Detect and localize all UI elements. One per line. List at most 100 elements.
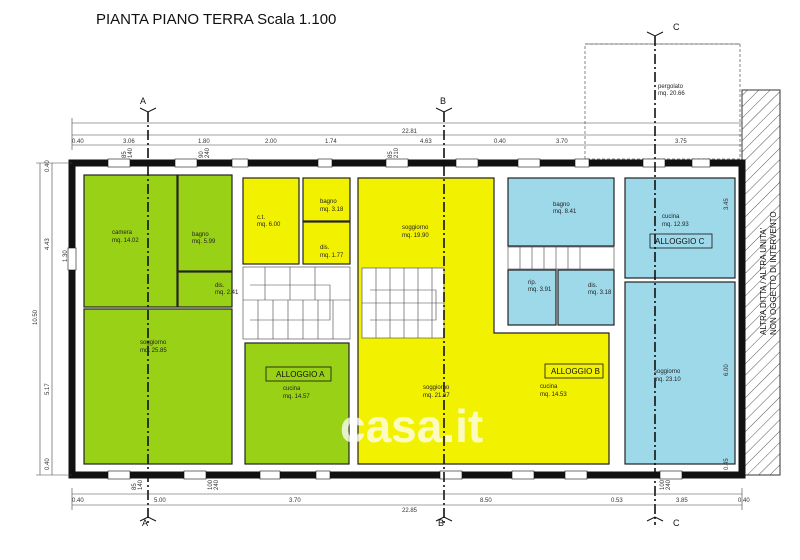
top-dim-seg: 0.40 — [494, 139, 506, 145]
room-area: mq. 3.18 — [320, 207, 344, 213]
room-area: mq. 5.99 — [192, 239, 216, 245]
wall-openings — [67, 158, 711, 480]
top-dim-seg: 2.00 — [265, 139, 277, 145]
unit-a-area — [83, 174, 350, 465]
staircase-left — [242, 266, 351, 340]
section-label-a-bottom: A — [142, 518, 148, 528]
top-dim-seg: 4.63 — [420, 139, 432, 145]
bottom-dim-total: 22.85 — [402, 508, 418, 514]
room-name: dis. — [588, 283, 598, 289]
left-dimension-chain — [36, 162, 72, 476]
left-dim-seg: 4.43 — [45, 238, 51, 250]
room-name: cucina — [540, 384, 558, 390]
top-dim-seg: 1.80 — [198, 139, 210, 145]
section-arrows — [139, 31, 664, 522]
unit-c-area — [507, 177, 736, 465]
room-name: bagno — [192, 232, 209, 238]
room-area: mq. 14.02 — [112, 238, 139, 244]
svg-text:240: 240 — [205, 147, 211, 158]
unit-tag-c: ALLOGGIO C — [655, 237, 705, 246]
room-area: mq. 2.41 — [215, 290, 239, 296]
svg-text:210: 210 — [394, 147, 400, 158]
top-dimension-chain — [71, 118, 743, 150]
room-area: mq. 14.57 — [283, 394, 310, 400]
room-area: mq. 3.91 — [528, 287, 552, 293]
section-label-c-bottom: C — [673, 518, 680, 528]
bottom-dimension-chain — [71, 488, 743, 510]
room-labels: camera mq. 14.02 bagno mq. 5.99 dis. mq.… — [112, 84, 689, 400]
left-dim-seg: 5.17 — [45, 383, 51, 395]
bottom-dim-seg: 3.85 — [676, 498, 688, 504]
room-name: dis. — [320, 245, 330, 251]
top-dim-seg: 3.75 — [675, 139, 687, 145]
unit-tag-box-c — [649, 233, 713, 249]
room-name: dis. — [215, 283, 225, 289]
room-name: bagno — [553, 202, 570, 208]
room-name: cucina — [662, 214, 680, 220]
room-area: mq. 12.93 — [662, 222, 689, 228]
room-name: soggiorno — [402, 225, 429, 231]
svg-text:100: 100 — [208, 479, 214, 490]
room-area: mq. 21.67 — [423, 393, 450, 399]
bottom-dim-seg: 0.53 — [611, 498, 623, 504]
top-dim-total: 22.81 — [402, 129, 418, 135]
unit-tag-a: ALLOGGIO A — [276, 370, 325, 379]
bottom-dim-seg: 8.50 — [480, 498, 492, 504]
room-name: rip. — [528, 280, 537, 286]
watermark: casa.it — [340, 400, 483, 452]
unit-tag-box-b — [544, 363, 604, 379]
plan-title: PIANTA PIANO TERRA Scala 1.100 — [96, 11, 336, 28]
top-dim-seg: 3.70 — [556, 139, 568, 145]
section-label-b-top: B — [440, 96, 446, 106]
svg-text:240: 240 — [214, 479, 220, 490]
side-note-line-2: NON OGGETTO DI INTERVENTO — [769, 211, 778, 335]
room-area: mq. 1.77 — [320, 253, 344, 259]
room-area: mq. 23.10 — [654, 377, 681, 383]
pergola-outline — [584, 43, 741, 160]
section-label-c-top: C — [673, 22, 680, 32]
room-area: mq. 8.41 — [553, 209, 577, 215]
section-label-b-bottom: B — [438, 518, 444, 528]
top-dim-seg: 0.40 — [72, 139, 84, 145]
unit-b-area — [242, 177, 610, 465]
unit-tag-b: ALLOGGIO B — [551, 367, 600, 376]
side-note-line-1: ALTRA DITTA / ALTRA UNITA' — [759, 227, 768, 335]
room-area: mq. 6.00 — [257, 222, 281, 228]
section-label-a-top: A — [140, 96, 146, 106]
misc-dim: 1.30 — [63, 250, 69, 262]
room-name: soggiorno — [423, 385, 450, 391]
left-dim-seg: 0.40 — [45, 160, 51, 172]
bottom-dim-seg: 0.40 — [738, 498, 750, 504]
room-area: mq. 14.53 — [540, 392, 567, 398]
left-dim-total: 10.50 — [33, 309, 39, 325]
right-dim: 3.45 — [724, 198, 730, 210]
room-name: cucina — [283, 386, 301, 392]
room-name: camera — [112, 230, 133, 236]
room-name: soggiorno — [140, 340, 167, 346]
svg-text:140: 140 — [128, 147, 134, 158]
room-name: pergolato — [658, 84, 684, 90]
svg-text:85: 85 — [388, 151, 394, 158]
svg-text:90: 90 — [199, 151, 205, 158]
section-lines — [147, 36, 656, 525]
right-dim: 0.45 — [724, 458, 730, 470]
window-marks: 85 140 90 240 85 210 85 140 100 240 100 … — [122, 147, 672, 490]
top-dim-seg: 1.74 — [325, 139, 337, 145]
unit-tag-box-a — [265, 366, 332, 382]
bottom-dim-seg: 0.40 — [72, 498, 84, 504]
room-name: soggiorno — [654, 369, 681, 375]
room-area: mq. 19.90 — [402, 233, 429, 239]
svg-text:140: 140 — [138, 479, 144, 490]
bottom-dim-seg: 3.70 — [289, 498, 301, 504]
room-area: mq. 3.18 — [588, 290, 612, 296]
left-dim-seg: 0.40 — [45, 458, 51, 470]
staircase-center — [361, 267, 445, 339]
svg-text:85: 85 — [122, 151, 128, 158]
svg-text:85: 85 — [132, 483, 138, 490]
bottom-dim-seg: 5.00 — [154, 498, 166, 504]
room-area: mq. 25.85 — [140, 348, 167, 354]
svg-text:100: 100 — [660, 479, 666, 490]
svg-text:240: 240 — [666, 479, 672, 490]
staircase-right — [507, 246, 615, 270]
